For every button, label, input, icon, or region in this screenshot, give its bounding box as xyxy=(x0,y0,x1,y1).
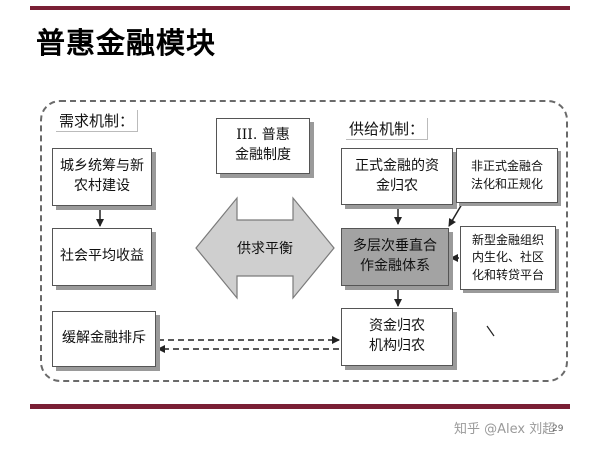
box-line: 机构归农 xyxy=(369,338,425,354)
supply-box-capital-to-agri: 资金归农 机构归农 xyxy=(341,308,453,366)
supply-label: 供给机制： xyxy=(346,118,429,140)
box-line: 农村建设 xyxy=(74,178,130,194)
supply-box-multilayer-system: 多层次垂直合 作金融体系 xyxy=(341,228,449,286)
supply-box-formal-finance: 正式金融的资 金归农 xyxy=(341,148,453,205)
watermark-text: 知乎 @Alex 刘超 xyxy=(454,422,556,437)
demand-label: 需求机制： xyxy=(56,110,139,132)
supply-demand-double-arrow xyxy=(195,196,335,300)
box-line: 金融制度 xyxy=(235,147,291,163)
diagram-frame xyxy=(40,100,568,382)
top-accent-bar xyxy=(30,6,570,10)
box-line: III. 普惠 xyxy=(236,127,290,144)
demand-box-urban-rural: 城乡统筹与新 农村建设 xyxy=(52,148,152,206)
demand-box-avg-return: 社会平均收益 xyxy=(52,228,152,286)
box-line: 法化和正规化 xyxy=(470,176,543,191)
arrow-informal-to-multilayer xyxy=(448,203,463,227)
box-line: 多层次垂直合 xyxy=(353,238,437,255)
box-line: 化和转贷平台 xyxy=(471,267,544,282)
page-number: 29 xyxy=(552,424,564,434)
supply-box-new-financial-org: 新型金融组织 内生化、社区 化和转贷平台 xyxy=(460,226,556,290)
box-line: 资金归农 xyxy=(369,318,425,335)
demand-box-relieve-exclusion: 缓解金融排斥 xyxy=(52,311,156,367)
box-line: 非正式金融合 xyxy=(470,159,543,174)
center-box-inclusive-finance: III. 普惠 金融制度 xyxy=(216,118,310,174)
box-line: 正式金融的资 xyxy=(355,157,439,174)
box-line: 城乡统筹与新 xyxy=(60,158,144,175)
page-title: 普惠金融模块 xyxy=(36,26,217,60)
box-line: 作金融体系 xyxy=(360,258,430,274)
box-line: 新型金融组织 xyxy=(471,232,544,247)
balance-label: 供求平衡 xyxy=(237,241,293,257)
bottom-accent-bar xyxy=(30,404,570,409)
supply-box-informal-finance: 非正式金融合 法化和正规化 xyxy=(456,148,558,203)
stray-mark xyxy=(486,325,495,337)
box-line: 内生化、社区 xyxy=(471,250,544,265)
box-line: 金归农 xyxy=(376,177,418,194)
